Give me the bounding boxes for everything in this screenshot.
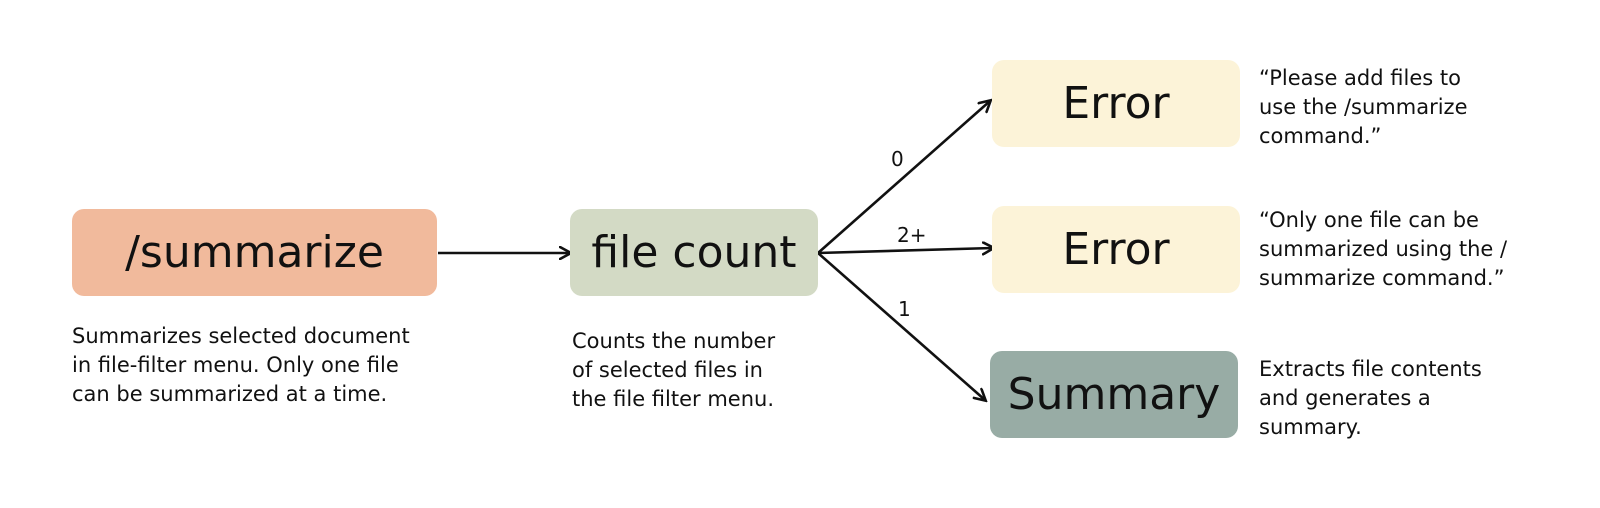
file-count-description: Counts the number of selected files in t… bbox=[572, 329, 776, 411]
error-many-description: “Only one file can be summarized using t… bbox=[1259, 208, 1508, 290]
error-zero-description: “Please add files to use the /summarize … bbox=[1259, 66, 1468, 148]
arrow-file-count-to-error-zero bbox=[817, 101, 990, 254]
error-many-node: Error bbox=[992, 206, 1240, 293]
summary-node: Summary bbox=[990, 351, 1238, 438]
edge-label-one: 1 bbox=[898, 297, 911, 321]
arrow-file-count-to-error-many bbox=[817, 248, 993, 253]
edge-label-many: 2+ bbox=[897, 223, 927, 247]
arrow-file-count-to-summary bbox=[817, 252, 985, 400]
edge-label-zero: 0 bbox=[891, 147, 904, 171]
summarize-description: Summarizes selected document in file-fil… bbox=[72, 324, 410, 406]
file-count-node: file count bbox=[570, 209, 818, 296]
error-zero-node: Error bbox=[992, 60, 1240, 147]
summary-description: Extracts file contents and generates a s… bbox=[1259, 357, 1482, 439]
summarize-node: /summarize bbox=[72, 209, 437, 296]
